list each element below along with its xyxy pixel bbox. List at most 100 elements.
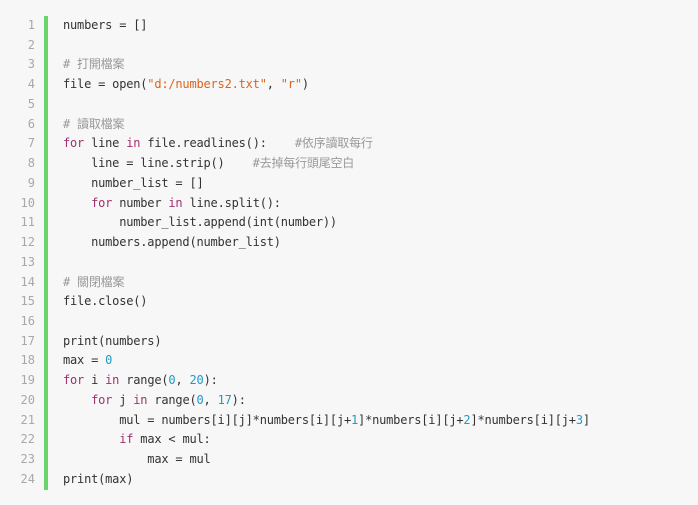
line-number: 18	[20, 353, 35, 368]
code-text	[63, 393, 91, 407]
code-line: 20 for j in range(0, 17):	[0, 390, 590, 411]
code-line: 24 print(max)	[0, 469, 590, 490]
code-line: 9 number_list = []	[0, 173, 590, 194]
line-source: file = open("d:/numbers2.txt", "r")	[63, 75, 309, 95]
gutter-bar	[44, 213, 48, 234]
line-number: 20	[20, 392, 35, 407]
keyword-token: for	[91, 392, 113, 407]
line-source: numbers.append(number_list)	[63, 233, 281, 253]
line-source: line = line.strip() #去掉每行頭尾空白	[63, 154, 354, 174]
gutter-bar	[44, 390, 48, 411]
line-source: number_list = []	[63, 174, 204, 194]
line-source: for number in line.split():	[63, 194, 281, 214]
code-line: 8 line = line.strip() #去掉每行頭尾空白	[0, 154, 590, 174]
keyword-token: for	[63, 373, 85, 388]
comment-token: #依序讀取每行	[294, 136, 373, 151]
line-number: 11	[20, 215, 35, 230]
keyword-token: in	[133, 392, 148, 407]
code-text: ]	[582, 412, 590, 427]
line-number: 14	[20, 274, 35, 289]
code-text: max < mul:	[133, 432, 211, 447]
gutter-bar	[44, 450, 48, 470]
line-source: print(max)	[63, 470, 133, 490]
gutter-bar	[44, 35, 48, 56]
number-token: 17	[217, 392, 232, 407]
line-number: 6	[27, 116, 35, 131]
code-text: number_list.append(int(number))	[63, 215, 337, 230]
code-line: 16	[0, 312, 590, 332]
gutter-bar	[44, 173, 48, 194]
gutter-bar	[44, 114, 48, 135]
code-text: number_list = []	[63, 175, 204, 190]
number-token: 0	[168, 373, 176, 388]
line-source: numbers = []	[63, 16, 147, 36]
code-text: file = open(	[63, 77, 148, 92]
number-token: 3	[575, 412, 583, 427]
line-source: for line in file.readlines(): #依序讀取每行	[63, 134, 373, 154]
code-text: print(max)	[63, 471, 134, 486]
number-token: 1	[351, 412, 359, 427]
code-text: line.split():	[182, 195, 281, 210]
line-number: 5	[27, 96, 35, 111]
code-line: 2	[0, 35, 590, 56]
gutter-bar	[44, 252, 48, 273]
gutter-bar	[44, 75, 48, 95]
gutter-bar	[44, 430, 48, 451]
code-text: file.close()	[63, 294, 148, 309]
code-line: 23 max = mul	[0, 450, 590, 470]
line-source: # 打開檔案	[63, 55, 124, 75]
line-number: 13	[20, 254, 35, 269]
code-text: ):	[203, 373, 218, 388]
keyword-token: in	[126, 136, 141, 151]
comment-token: #去掉每行頭尾空白	[252, 156, 355, 171]
line-source: mul = numbers[i][j]*numbers[i][j+1]*numb…	[63, 411, 590, 431]
gutter-bar	[44, 16, 48, 36]
line-number: 10	[20, 195, 35, 210]
code-line: 10 for number in line.split():	[0, 193, 590, 214]
code-text: j	[112, 392, 134, 407]
gutter-bar	[44, 469, 48, 490]
code-text: numbers.append(number_list)	[63, 235, 281, 250]
code-line: 17 print(numbers)	[0, 331, 590, 352]
string-token: "d:/numbers2.txt"	[147, 77, 267, 92]
gutter-bar	[44, 154, 48, 174]
gutter-bar	[44, 55, 48, 76]
code-text: i	[84, 373, 106, 388]
code-text: line = line.strip()	[63, 156, 253, 171]
line-number: 8	[27, 156, 35, 171]
line-number: 24	[20, 471, 35, 486]
code-line: 5	[0, 94, 590, 115]
code-text: ):	[231, 392, 246, 407]
line-number: 3	[27, 57, 35, 72]
line-source: for j in range(0, 17):	[63, 391, 246, 411]
line-source: number_list.append(int(number))	[63, 213, 337, 233]
line-number: 22	[20, 432, 35, 447]
line-number: 15	[20, 294, 35, 309]
line-number: 17	[20, 333, 35, 348]
comment-token: # 讀取檔案	[63, 116, 125, 131]
code-text	[63, 432, 119, 446]
gutter-bar	[44, 351, 48, 372]
line-number: 19	[20, 373, 35, 388]
line-source: for i in range(0, 20):	[63, 371, 218, 391]
code-text: file.readlines():	[140, 136, 295, 151]
code-line: 6 # 讀取檔案	[0, 114, 590, 135]
code-text: print(numbers)	[63, 333, 162, 348]
line-number: 23	[20, 452, 35, 467]
keyword-token: in	[168, 195, 183, 210]
gutter-bar	[44, 371, 48, 391]
keyword-token: in	[105, 373, 120, 388]
gutter-bar	[44, 94, 48, 115]
code-line: 15 file.close()	[0, 292, 590, 313]
code-line: 13	[0, 252, 590, 273]
string-token: "r"	[280, 77, 302, 92]
number-token: 0	[105, 353, 113, 368]
line-source: file.close()	[63, 292, 147, 312]
gutter-bar	[44, 331, 48, 352]
line-source: # 讀取檔案	[63, 115, 124, 135]
gutter-bar	[44, 410, 48, 431]
code-text: max = mul	[63, 452, 211, 467]
line-number: 21	[20, 412, 35, 427]
